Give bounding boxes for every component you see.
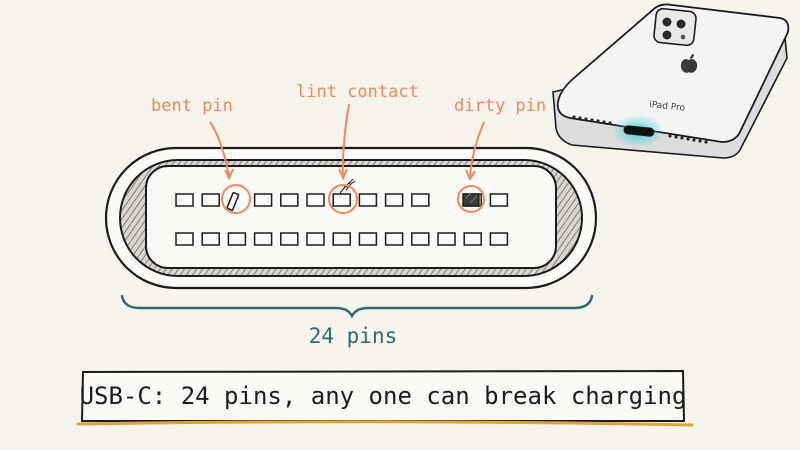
bent-pin-highlight: [221, 184, 251, 214]
lint-contact-highlight: [328, 184, 358, 214]
pin-contact: [437, 232, 456, 246]
dirty-pin-label: dirty pin: [454, 96, 546, 116]
dirty-pin-highlight: [457, 185, 485, 213]
camera-bump: [653, 7, 697, 47]
pin-count-brace: [120, 294, 594, 319]
pin-contact: [306, 193, 325, 207]
camera-lens-icon: [676, 19, 686, 29]
bent-pin-label: bent pin: [151, 96, 233, 116]
pin-contact: [201, 193, 220, 207]
caption-frame: [80, 369, 686, 422]
bent-pin-arrowhead: [224, 168, 234, 181]
pin-contact: [253, 193, 273, 207]
pin-contact: [332, 232, 351, 246]
pin-contact: [411, 193, 430, 207]
camera-lens-icon: [662, 17, 672, 27]
pin-contact: [489, 193, 509, 207]
pin-contact: [201, 232, 220, 246]
lint-contact-arrowhead: [338, 168, 348, 181]
speaker-grill-right: [668, 134, 708, 144]
annotations: [209, 103, 485, 214]
pin-contact: [358, 232, 378, 246]
pin-contact: [411, 232, 430, 246]
pin-contact: [384, 232, 404, 246]
pin-contact: [384, 193, 404, 207]
bent-pin: [226, 192, 240, 211]
usb-c-connector: [104, 146, 598, 290]
apple-logo-icon: [680, 54, 698, 73]
dirty-pin-smudge: [465, 192, 478, 204]
camera-lens-icon: [662, 30, 672, 40]
lint-contact-arrow: [341, 103, 350, 177]
pin-contact: [280, 232, 299, 246]
speaker-grill-left: [572, 115, 612, 125]
flash-icon: [680, 34, 686, 40]
pin-contact: [306, 232, 325, 246]
ipad-back: [556, 3, 790, 143]
pin-contact: [253, 232, 273, 246]
pin-contact: [489, 232, 509, 246]
device-label: iPad Pro: [649, 100, 686, 114]
pin-contact: [463, 232, 482, 246]
pin-contact: [280, 193, 299, 207]
pin-contact: [227, 232, 247, 246]
ipad-illustration: iPad Pro: [552, 3, 790, 159]
pin-contact: [175, 232, 194, 246]
dirty-pin-arrow: [469, 121, 485, 178]
lint-contact-label: lint contact: [296, 82, 419, 102]
pin-contact: [332, 193, 351, 207]
usb-c-port-icon: [623, 125, 655, 137]
caption-text: USB-C: 24 pins, any one can break chargi…: [80, 382, 687, 410]
bent-pin-arrow: [209, 121, 230, 177]
pin-contact: [358, 193, 378, 207]
pin-contact: [175, 193, 194, 207]
caption-underline: [76, 420, 694, 427]
pin-count-label: 24 pins: [309, 324, 398, 348]
dirty-pin-arrowhead: [465, 169, 476, 182]
caption-box: USB-C: 24 pins, any one can break chargi…: [76, 369, 694, 427]
